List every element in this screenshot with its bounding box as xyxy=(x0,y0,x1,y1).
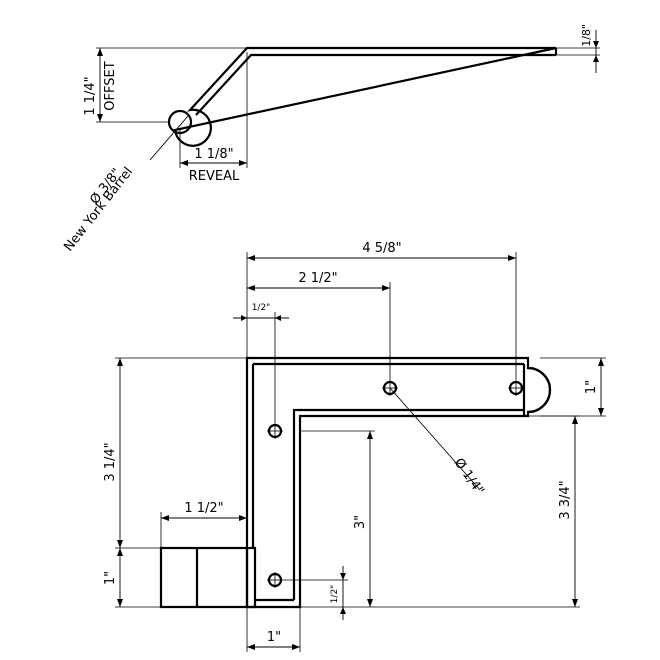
inner-height-label: 3" xyxy=(353,515,368,529)
barrel-name-label: New York Barrel xyxy=(61,165,136,255)
top-view: 1/8" 1 1/4" OFFSET 1 1/8" REVEAL Ø 3/8" … xyxy=(61,24,600,254)
bottom-hole-offset-label: 1/2" xyxy=(330,585,340,604)
overall-width-label: 4 5/8" xyxy=(362,241,401,256)
front-view: 4 5/8" 2 1/2" 1/2" Ø 1/4" 1" 3 3/4" xyxy=(103,241,606,652)
mounting-block xyxy=(159,546,257,609)
hole-dia-label: Ø 1/4" xyxy=(451,456,487,498)
hole-spacing-label: 2 1/2" xyxy=(298,271,337,286)
top-view-profile xyxy=(173,46,557,147)
thickness-label: 1/8" xyxy=(580,24,593,47)
hole-dia-leader xyxy=(389,387,481,491)
top-view-profile-inner xyxy=(195,53,556,116)
edge-offset-label: 1/2" xyxy=(252,303,271,313)
knuckle-height-label: 1" xyxy=(584,380,599,394)
reveal-word: REVEAL xyxy=(189,169,240,184)
l-strap-outline xyxy=(245,356,552,609)
l-strap-inner xyxy=(251,362,524,600)
overall-height-left-label: 3 1/4" xyxy=(103,442,118,481)
offset-word: OFFSET xyxy=(103,61,118,110)
knuckle-curl xyxy=(527,366,552,414)
offset-value: 1 1/4" xyxy=(83,76,98,115)
reveal-value: 1 1/8" xyxy=(194,147,233,162)
overall-height-right-label: 3 3/4" xyxy=(558,480,573,519)
block-width-label: 1 1/2" xyxy=(184,501,223,516)
block-height-label: 1" xyxy=(103,571,118,585)
barrel-leader xyxy=(149,115,189,161)
leg-width-label: 1" xyxy=(267,630,281,645)
